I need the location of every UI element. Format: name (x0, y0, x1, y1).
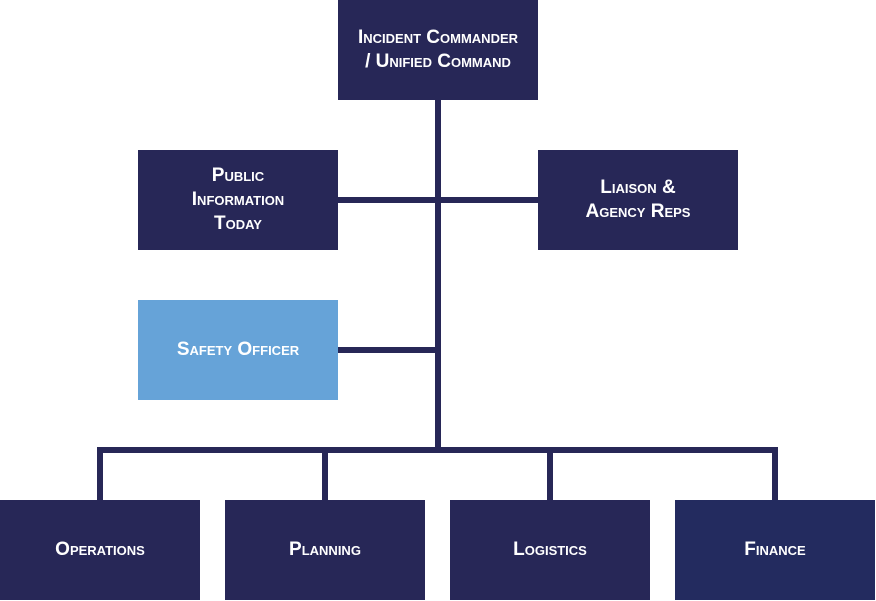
safety-officer-box: Safety Officer (138, 300, 338, 400)
planning-box: Planning (225, 500, 425, 600)
liaison-box: Liaison & Agency Reps (538, 150, 738, 250)
operations-label: Operations (55, 539, 145, 560)
logistics-label: Logistics (513, 539, 587, 560)
logistics-box: Logistics (450, 500, 650, 600)
finance-box: Finance (675, 500, 875, 600)
operations-box: Operations (0, 500, 200, 600)
public-information-label: Public Information Today (191, 165, 285, 234)
planning-label: Planning (289, 539, 361, 560)
safety-officer-label: Safety Officer (176, 339, 300, 360)
incident-commander-box: Incident Commander / Unified Command (338, 0, 538, 100)
public-information-box: Public Information Today (138, 150, 338, 250)
incident-commander-label: Incident Commander / Unified Command (357, 27, 519, 72)
finance-label: Finance (744, 539, 806, 560)
liaison-label: Liaison & Agency Reps (585, 177, 691, 222)
